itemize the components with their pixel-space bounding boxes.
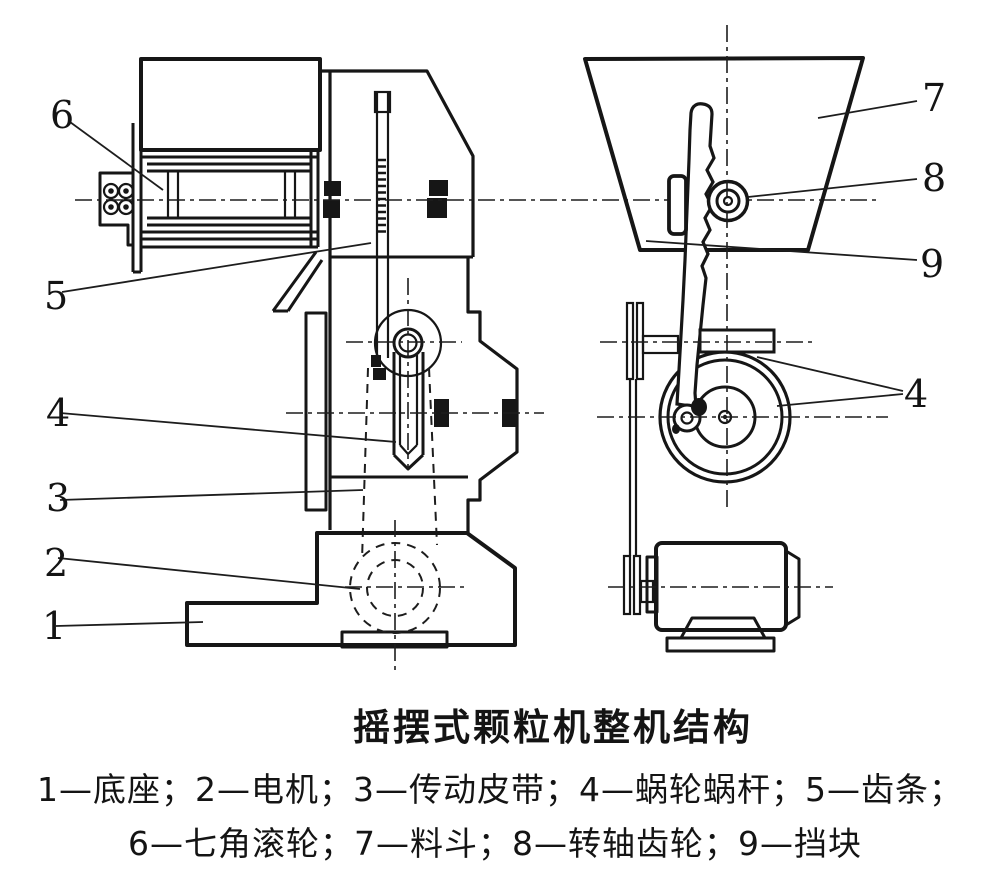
leader-3 [59,489,364,501]
roller-assembly [98,97,324,313]
base [185,531,517,649]
callout-9: 9 [920,242,944,286]
belt-pulley [625,301,680,381]
callout-2: 2 [44,541,68,585]
leader-8 [747,178,918,198]
bearing-bracket [98,171,133,247]
side-view [583,25,888,653]
legend-line-2: 6—七角滚轮；7—料斗；8—转轴齿轮；9—挡块 [128,824,862,863]
leader-9 [645,240,918,261]
leader-4-right-a [756,356,904,392]
leader-7 [817,100,918,119]
callout-5: 5 [44,274,68,318]
pulley-shaft [641,334,680,355]
leader-2 [57,557,361,590]
callout-8: 8 [922,156,946,200]
leader-lines [55,100,918,627]
stop-block [667,174,688,236]
centerlines-side [597,25,888,588]
motor-base-plate [665,636,776,653]
motor [622,541,801,653]
callout-4-right: 4 [904,372,928,416]
side-door-flange [304,311,328,512]
leader-5 [61,242,372,293]
leader-1 [55,621,204,627]
leader-4-left [59,412,397,443]
callout-4-left: 4 [46,391,70,435]
feed-box [139,57,322,152]
figure-title: 摇摆式颗粒机整机结构 [353,706,753,749]
leader-4-right-b [776,393,904,407]
machine-body [304,69,519,533]
arm-hub [672,398,707,434]
centerlines-front [75,199,880,672]
bolt-holes [102,182,135,216]
hopper [583,56,865,252]
rack-teeth [377,158,386,233]
callout-6: 6 [50,93,74,137]
worm-housing-bar [698,328,776,354]
v-belt [628,379,638,556]
callout-3: 3 [46,476,70,520]
front-view [75,57,880,672]
oscillating-arm [675,102,716,409]
discharge-chute [271,251,324,313]
rack-bar [371,90,392,380]
leader-6 [69,121,164,191]
shaft-gear [706,179,750,223]
legend-line-1: 1—底座；2—电机；3—传动皮带；4—蜗轮蜗杆；5—齿条； [37,770,963,809]
motor-end-cap [785,549,801,627]
callout-1: 1 [42,604,66,648]
callout-7: 7 [922,76,946,120]
callout-numbers: 6 5 4 3 2 1 7 8 9 4 [42,76,946,648]
bearing-sections [323,180,517,427]
drive-belt-hidden [361,367,438,561]
